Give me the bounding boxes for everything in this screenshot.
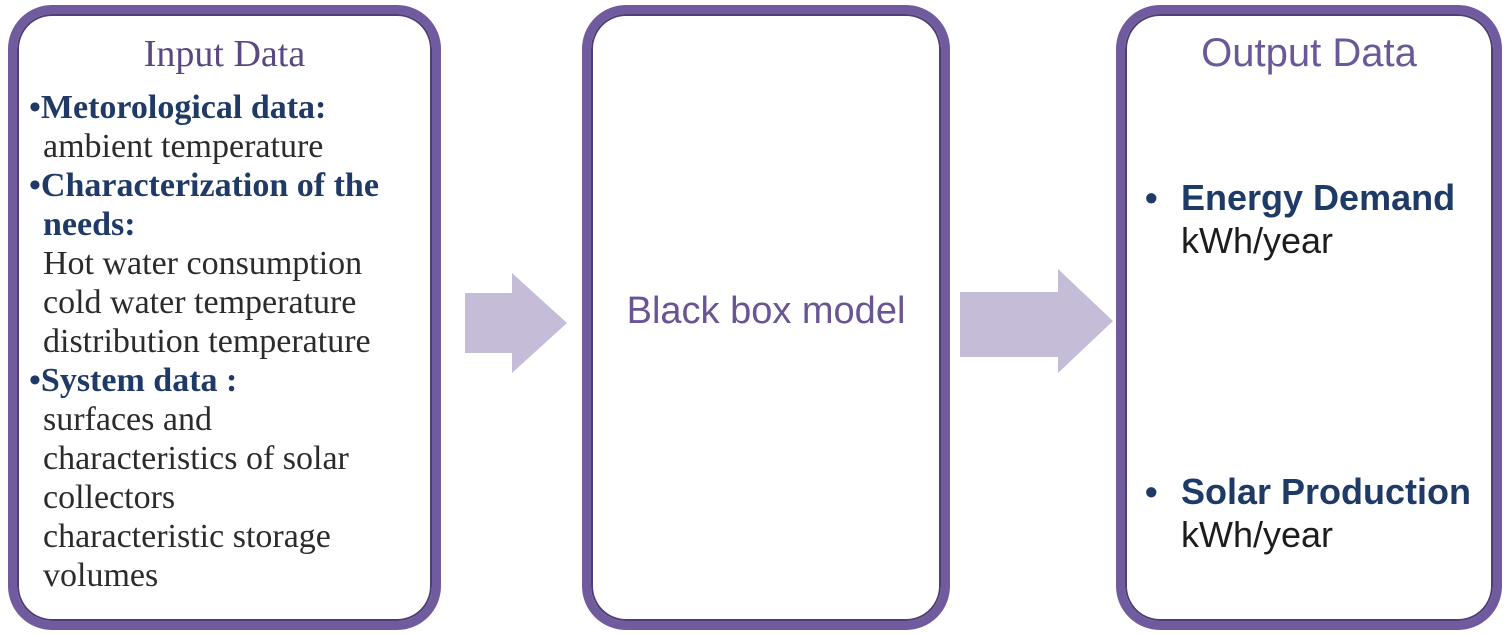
- black-box-model-box: Black box model: [582, 5, 950, 630]
- output-item-unit: kWh/year: [1181, 514, 1334, 555]
- output-item-energy-demand: • Energy Demand kWh/year: [1125, 176, 1493, 262]
- input-line-needs: needs:: [43, 206, 136, 243]
- output-item-solar-production: • Solar Production kWh/year: [1125, 470, 1493, 556]
- output-item-unit: kWh/year: [1181, 220, 1334, 261]
- arrow-right-icon: [465, 273, 567, 373]
- input-line-volumes: volumes: [43, 557, 159, 594]
- input-line-ambient: ambient temperature: [43, 128, 324, 165]
- input-data-list: •Metorological data: ambient temperature…: [17, 88, 432, 595]
- input-line-distribution: distribution temperature: [43, 323, 371, 360]
- output-item-name: Energy Demand: [1181, 177, 1456, 218]
- arrow-right-icon: [960, 269, 1113, 373]
- input-line-cold-water: cold water temperature: [43, 284, 357, 321]
- input-line-storage: characteristic storage: [43, 518, 331, 555]
- input-line-hot-water: Hot water consumption: [43, 245, 363, 282]
- input-line-system-data: •System data :: [29, 362, 238, 399]
- arrow-right-shape: [960, 269, 1113, 373]
- output-data-box: Output Data • Energy Demand kWh/year • S…: [1116, 5, 1502, 630]
- output-data-title: Output Data: [1201, 31, 1417, 75]
- input-line-collectors: collectors: [43, 479, 176, 516]
- bullet-icon: •: [1145, 177, 1158, 218]
- input-line-surfaces: surfaces and: [43, 401, 212, 438]
- input-line-characterization: •Characterization of the: [29, 167, 379, 204]
- output-item-text: Energy Demand kWh/year: [1181, 176, 1455, 262]
- output-item-name: Solar Production: [1181, 471, 1472, 512]
- input-data-title: Input Data: [143, 33, 306, 75]
- arrow-right-shape: [465, 273, 567, 373]
- output-item-text: Solar Production kWh/year: [1181, 470, 1471, 556]
- input-line-meteorological: •Metorological data:: [29, 89, 327, 126]
- bullet-icon: •: [1145, 471, 1158, 512]
- input-line-characteristics: characteristics of solar: [43, 440, 349, 477]
- input-data-box: Input Data •Metorological data: ambient …: [8, 5, 441, 630]
- black-box-model-label: Black box model: [626, 290, 906, 332]
